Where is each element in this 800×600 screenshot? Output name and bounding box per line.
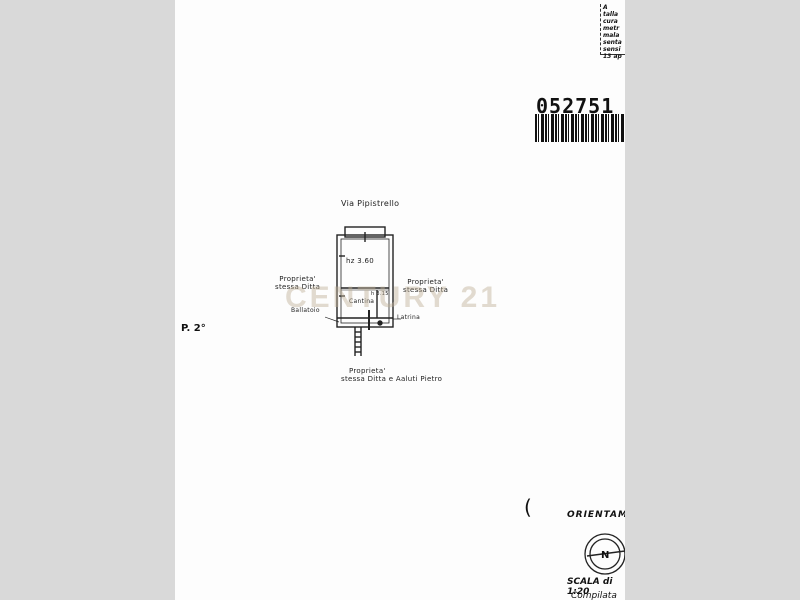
compass-north-label: N [601,550,609,561]
stamp-notice: A talla cura metr mala senta sensi 13 ap [600,4,625,60]
watermark: CENTURY 21 [285,281,501,314]
scale-label: SCALA di 1:20 [567,577,613,597]
orientation-label: ORIENTAM [567,510,625,520]
ballatoio-label: Ballatoio [291,307,320,314]
bottom-neighbor-label: Proprieta' stessa Ditta e Aaluti Pietro [341,367,443,383]
floor-label: P. 2° [181,323,206,334]
bracket-mark: ( [524,495,532,519]
latrina-label: Latrina [397,314,421,321]
room-height-label: hz 3.60 [346,257,375,265]
floor-plan-drawing [325,226,401,356]
compiled-label: Compilata [571,591,617,600]
compass-icon: N [584,533,625,575]
right-neighbor-label: Proprieta' stessa Ditta [403,278,449,294]
small-room-height-label: h 3.15 [371,291,389,297]
cantina-label: Cantina [349,298,375,305]
barcode [535,114,625,142]
floor-plan-sheet: A talla cura metr mala senta sensi 13 ap… [175,0,625,600]
street-label: Via Pipistrello [341,199,400,208]
left-neighbor-label: Proprieta' stessa Ditta [275,275,321,291]
